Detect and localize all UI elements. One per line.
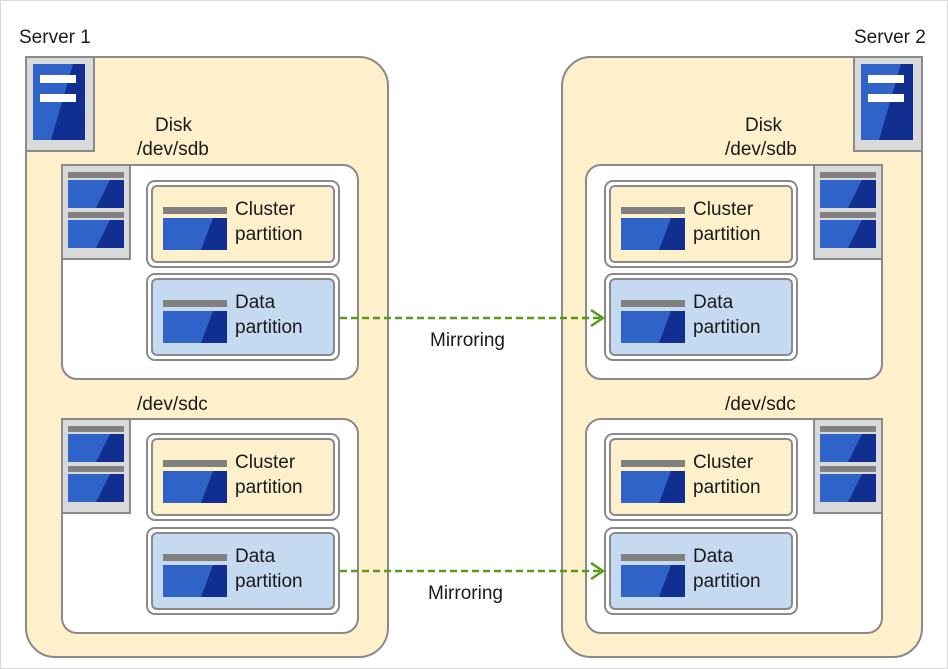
partition-icon xyxy=(621,300,685,343)
disk-caption: Disk xyxy=(155,115,192,136)
disk-device-label: /dev/sdb xyxy=(137,139,209,160)
disk-icon xyxy=(813,418,883,514)
server-1-label: Server 1 xyxy=(19,27,91,48)
partition-icon xyxy=(621,554,685,597)
mirroring-label: Mirroring xyxy=(430,330,505,351)
server-2-label: Server 2 xyxy=(854,27,926,48)
partition-icon xyxy=(163,207,227,250)
disk-icon xyxy=(61,164,131,260)
partition-icon xyxy=(163,300,227,343)
disk-device-label: /dev/sdc xyxy=(725,394,796,415)
disk-icon xyxy=(61,418,131,514)
disk-caption: Disk xyxy=(745,115,782,136)
partition-icon xyxy=(163,554,227,597)
mirroring-arrow xyxy=(340,561,606,581)
mirroring-label: Mirroring xyxy=(428,583,503,604)
server-icon xyxy=(25,56,95,152)
disk-device-label: /dev/sdc xyxy=(137,394,208,415)
partition-icon xyxy=(621,460,685,503)
partition-icon xyxy=(621,207,685,250)
disk-icon xyxy=(813,164,883,260)
disk-device-label: /dev/sdb xyxy=(725,139,797,160)
server-icon xyxy=(853,56,923,152)
partition-icon xyxy=(163,460,227,503)
mirroring-arrow xyxy=(340,308,606,328)
